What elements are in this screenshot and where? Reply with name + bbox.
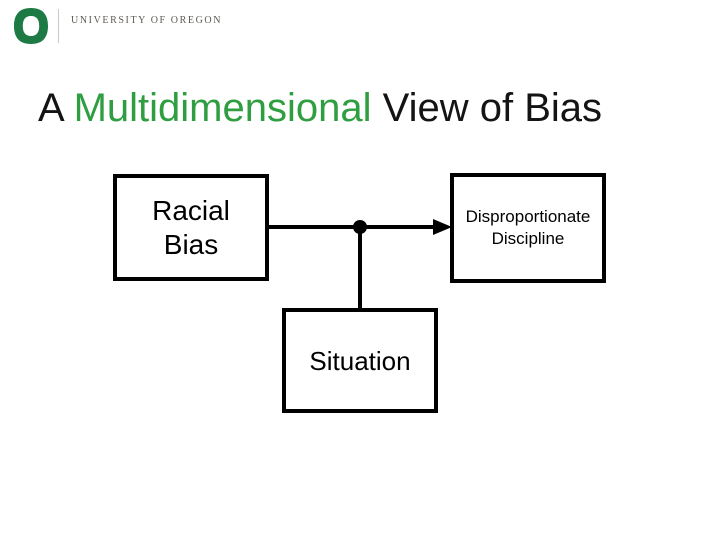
uo-o-logo-icon <box>14 8 48 44</box>
logo-divider <box>58 9 59 43</box>
node-disproportionate-discipline: Disproportionate Discipline <box>450 173 606 283</box>
title-suffix: View of Bias <box>371 85 603 130</box>
node-racial-bias: Racial Bias <box>113 174 269 281</box>
title-prefix: A <box>38 85 74 130</box>
university-logo: UNIVERSITY OF OREGON <box>14 8 222 44</box>
node-situation: Situation <box>282 308 438 413</box>
university-wordmark: UNIVERSITY OF OREGON <box>71 14 223 26</box>
title-highlight: Multidimensional <box>73 85 372 130</box>
junction-dot-icon <box>353 220 367 234</box>
slide-title: A Multidimensional View of Bias <box>38 84 602 132</box>
